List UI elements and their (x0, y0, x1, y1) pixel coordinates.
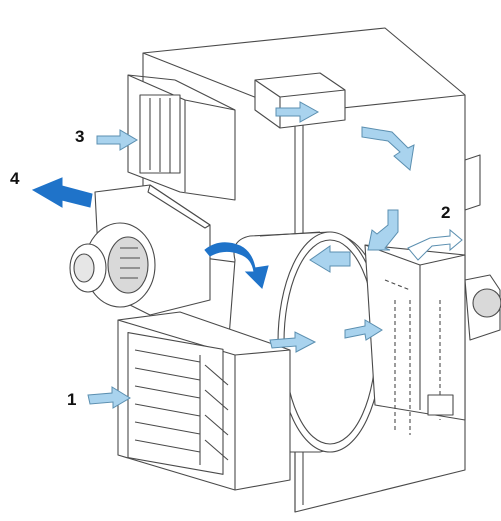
airflow-arrows (87, 101, 463, 409)
label-2: 2 (441, 203, 451, 222)
arrow-2-out (407, 228, 463, 261)
arrow-1-intake (87, 386, 131, 409)
exhaust-fan-housing (69, 184, 211, 316)
arrow-into-wheel (269, 331, 317, 353)
label-4: 4 (10, 169, 20, 188)
arrow-inside-wheel (344, 319, 383, 341)
right-side-panel (464, 154, 501, 341)
arrow-top-duct (275, 101, 320, 123)
intake-damper (117, 311, 291, 491)
fresh-air-damper (127, 74, 236, 201)
label-1: 1 (67, 390, 77, 409)
arrow-3-intake (96, 129, 138, 151)
arrow-4-exhaust (31, 177, 93, 208)
arrow-curve-top-right (361, 126, 415, 171)
supply-fan-frame (364, 244, 466, 435)
arrow-curve-down-right (367, 209, 399, 251)
arrow-exhaust-curve (204, 242, 269, 289)
label-3: 3 (75, 127, 85, 146)
arrow-to-wheel (309, 245, 351, 273)
